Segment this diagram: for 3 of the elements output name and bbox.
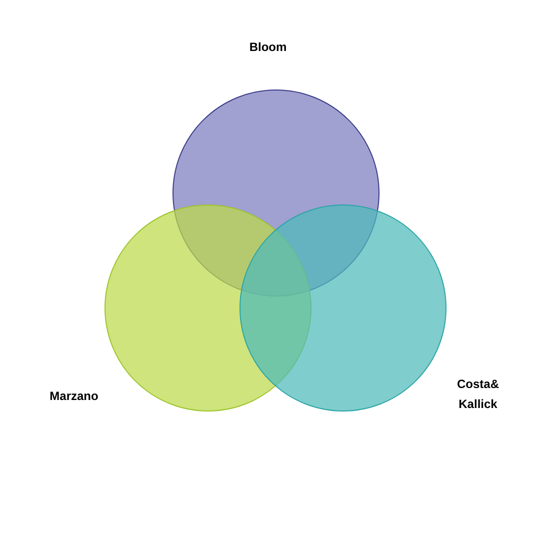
circle-label: Costa& Kallick bbox=[456, 376, 500, 413]
circle-label: Marzano bbox=[48, 388, 100, 405]
circle-label: Bloom bbox=[248, 39, 288, 56]
